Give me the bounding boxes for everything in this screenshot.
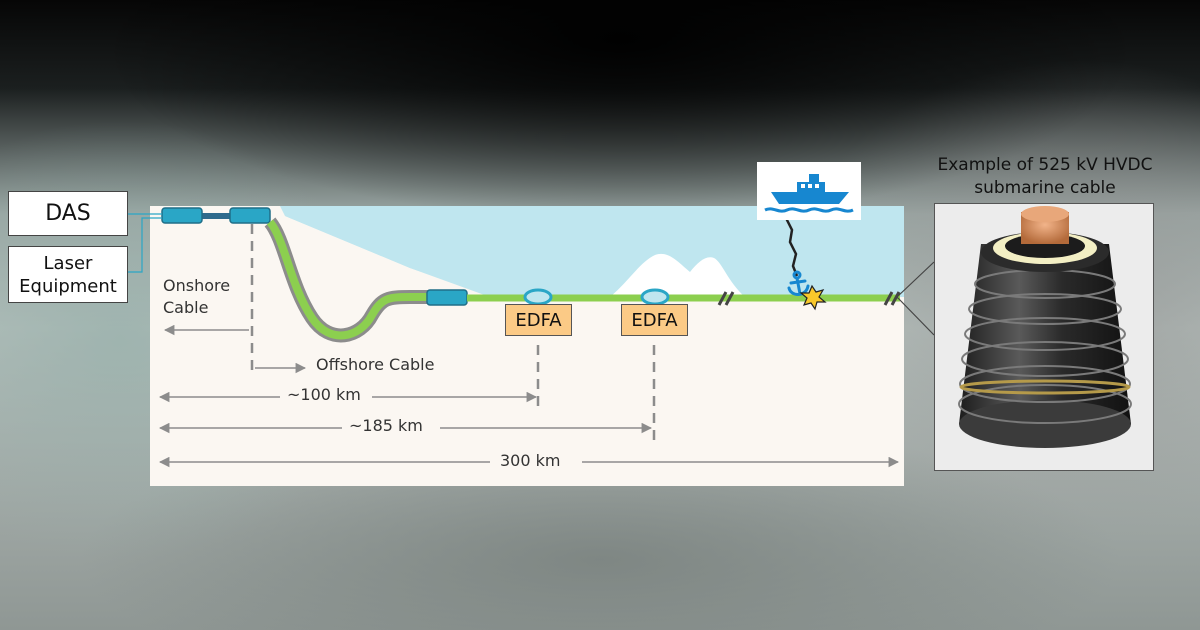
edfa-label-2: EDFA [631,309,678,331]
connector-2 [229,207,271,224]
sea-region-lower [285,216,904,297]
cable-break-icon [717,291,901,306]
laser-line-2: Equipment [19,275,117,297]
edfa-box-2: EDFA [621,304,688,336]
photo-title: Example of 525 kV HVDC submarine cable [905,154,1185,200]
laser-line-1: Laser [43,252,93,274]
cable-cross-section-icon [935,204,1153,470]
onshore-line-2: Cable [163,298,209,317]
repeater-1 [523,288,553,306]
das-box: DAS [8,191,128,236]
photo-title-line-2: submarine cable [974,178,1116,198]
das-label: DAS [45,201,91,226]
submarine-cable-photo [934,203,1154,471]
distance-100-label: ~100 km [287,385,361,404]
impact-burst-icon [799,284,827,311]
connector-3 [426,289,468,306]
repeater-2 [640,288,670,306]
seabed-hills [610,253,745,297]
onshore-cable-label: Onshore Cable [163,275,230,319]
ship-icon [764,174,854,213]
offshore-cable-label: Offshore Cable [316,355,435,374]
edfa-label-1: EDFA [515,309,562,331]
offshore-cable-core [266,219,432,340]
edfa-box-1: EDFA [505,304,572,336]
callout-line-top [896,261,935,298]
laser-equipment-box: Laser Equipment [8,246,128,303]
onshore-line-1: Onshore [163,276,231,295]
laser-equipment-label: Laser Equipment [19,252,117,298]
photo-title-line-1: Example of 525 kV HVDC [937,155,1153,175]
laser-link [128,217,162,273]
ship-card [757,162,861,220]
distance-300-label: 300 km [500,451,561,470]
distance-185-label: ~185 km [349,416,423,435]
anchor-chain [784,217,799,277]
anchor-icon [787,270,810,296]
callout-line-bottom [896,296,935,336]
connector-1 [161,207,203,224]
